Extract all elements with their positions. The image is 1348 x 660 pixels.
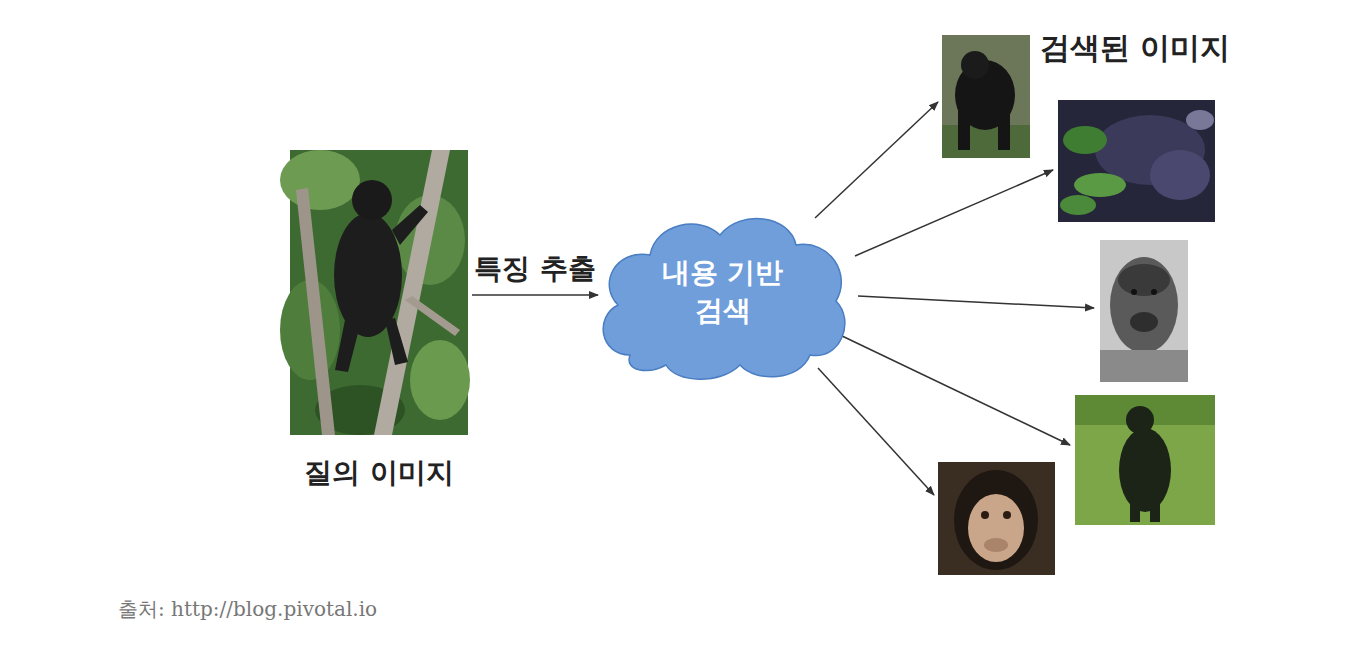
retrieved-photo xyxy=(938,462,1055,575)
cloud-node: 내용 기반 검색 xyxy=(590,205,855,385)
retrieved-photo xyxy=(942,35,1030,158)
group-title: 검색된 이미지 xyxy=(1040,28,1230,69)
retrieved-photo xyxy=(1100,240,1188,382)
query-photo xyxy=(280,150,470,435)
retrieved-photo xyxy=(1075,395,1215,525)
edge-label: 특징 추출 xyxy=(468,247,602,291)
retrieved-photo xyxy=(1058,100,1215,222)
flow-arrow xyxy=(472,294,598,296)
result-arrows xyxy=(815,102,1094,495)
cloud-label: 내용 기반 검색 xyxy=(648,254,798,330)
image-node: 질의 이미지 xyxy=(286,150,472,500)
source-caption: 출처: http://blog.pivotal.io xyxy=(118,596,377,623)
image-caption: 질의 이미지 xyxy=(286,454,472,492)
